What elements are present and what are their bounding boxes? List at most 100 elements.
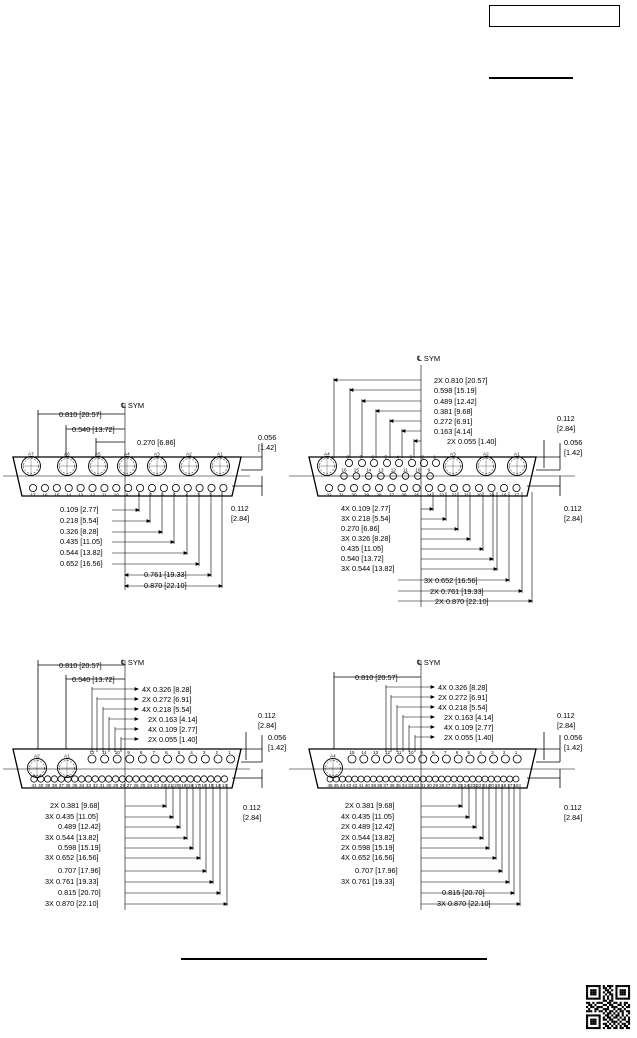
- dim-label: 0.270 [6.86]: [341, 524, 380, 533]
- pin-label: 9: [420, 750, 423, 755]
- pin-label: 1: [221, 493, 224, 498]
- pin-label: 1: [434, 454, 437, 459]
- pin-contact: 30: [425, 775, 433, 788]
- pin-contact: 25: [412, 483, 421, 498]
- dim-label: 0.163 [4.14]: [434, 427, 473, 436]
- pin-contact: 11: [401, 468, 410, 480]
- pin-label: 7: [150, 493, 153, 498]
- pin-contact: 24: [424, 483, 433, 498]
- pin-label: 17: [507, 783, 513, 788]
- pin-label: 3: [410, 454, 413, 459]
- dim-label: 0.707 [17.96]: [355, 866, 398, 875]
- arrowhead: [485, 846, 491, 850]
- dim-label: 0.056: [564, 438, 582, 447]
- pin-label: 23: [154, 783, 160, 788]
- pin-label: 18: [188, 783, 194, 788]
- diagram-3: [3, 660, 263, 910]
- pin-contact: 32: [91, 775, 99, 788]
- dim-label: 2X 0.544 [13.82]: [341, 833, 395, 842]
- arrowhead: [465, 815, 471, 819]
- dim-label: 2X 0.163 [4.14]: [148, 715, 198, 724]
- pin-label: 17: [31, 493, 37, 498]
- pin-label: 27: [127, 783, 133, 788]
- pin-contact: 35: [394, 775, 402, 788]
- pin-contact: 7: [147, 483, 156, 498]
- arrowhead: [169, 815, 175, 819]
- pin-label: 10: [415, 468, 421, 473]
- pin-label: 36: [66, 783, 72, 788]
- dim-label: 0.272 [6.91]: [434, 417, 473, 426]
- arrowhead: [183, 551, 189, 555]
- arrowhead: [135, 508, 141, 512]
- pin-label: 4: [397, 454, 400, 459]
- pin-label: 34: [79, 783, 85, 788]
- pin-label: 7: [360, 454, 363, 459]
- pin-contact: 30: [349, 483, 358, 498]
- dim-label: 2X 0.272 [6.91]: [438, 693, 488, 702]
- pin-contact: 21: [481, 775, 489, 788]
- dim-label: 0.112: [258, 711, 276, 720]
- pin-label: 19: [495, 783, 501, 788]
- dim-label: [2.84]: [557, 424, 575, 433]
- dim-label: [2.84]: [258, 721, 276, 730]
- pin-label: 4: [190, 750, 193, 755]
- pin-label: 22: [476, 783, 482, 788]
- dim-label: 0.056: [258, 433, 276, 442]
- pin-label: 30: [427, 783, 433, 788]
- arrowhead: [400, 429, 406, 433]
- pin-label: 21: [168, 783, 174, 788]
- diagram-4: [289, 660, 575, 910]
- pin-label: 29: [433, 783, 439, 788]
- pin-contact: 26: [450, 775, 458, 788]
- dim-label: 0.381 [9.68]: [434, 407, 473, 416]
- pin-contact: 23: [152, 775, 160, 788]
- pin-label: 23: [470, 783, 476, 788]
- pin-label: 2: [422, 454, 425, 459]
- pin-label: 5: [173, 493, 176, 498]
- dim-label: 3X 0.435 [11.05]: [45, 812, 98, 821]
- pin-label: A4: [124, 452, 130, 457]
- pin-label: 13: [222, 783, 228, 788]
- pin-contact: 38: [376, 775, 384, 788]
- dim-label: 0.056: [268, 733, 286, 742]
- pin-contact: 14: [214, 775, 222, 788]
- pin-label: 12: [90, 493, 96, 498]
- pin-label: 27: [389, 493, 395, 498]
- arrowhead: [202, 869, 208, 873]
- pin-label: 19: [489, 493, 495, 498]
- pin-label: 20: [174, 783, 180, 788]
- pin-contact: 26: [132, 775, 140, 788]
- pin-label: 2: [216, 750, 219, 755]
- pin-contact: 30: [105, 775, 113, 788]
- arrowhead: [134, 707, 140, 711]
- pin-label: 29: [113, 783, 119, 788]
- coax-contact: A2: [476, 452, 496, 476]
- diagram-4-text: ℄ SYM 0.810 [20.57] 4X 0.326 [8.28] 2X 0…: [341, 658, 582, 908]
- pin-contact: 9: [418, 750, 428, 764]
- coax-contact: A5: [88, 452, 108, 476]
- arrowhead: [505, 880, 511, 884]
- coax-contact: A2: [179, 452, 199, 476]
- diagram-1: [3, 403, 263, 590]
- pin-contact: 37: [57, 775, 65, 788]
- pin-label: 18: [501, 783, 507, 788]
- arrowhead: [176, 825, 182, 829]
- arrowhead: [158, 530, 164, 534]
- arrowhead: [472, 825, 478, 829]
- dim-label: 0.112: [557, 414, 575, 423]
- pin-contact: 12: [87, 750, 97, 764]
- pin-contact: 5: [171, 483, 180, 498]
- pin-contact: 14: [364, 468, 373, 480]
- dim-label: 3X 0.761 [19.33]: [45, 877, 99, 886]
- arrowhead: [189, 846, 195, 850]
- dim-label: 0.112: [564, 504, 582, 513]
- pin-contact: 37: [382, 775, 390, 788]
- pin-contact: 3: [407, 454, 416, 467]
- pin-label: 24: [147, 783, 153, 788]
- pin-contact: 4: [394, 454, 403, 467]
- dim-label: [2.84]: [557, 721, 575, 730]
- dim-label: 0.540 [13.72]: [341, 554, 384, 563]
- dim-label: 0.218 [5.54]: [60, 516, 99, 525]
- pin-contact: 10: [112, 483, 121, 498]
- dim-label: 0.540 [13.72]: [72, 675, 115, 684]
